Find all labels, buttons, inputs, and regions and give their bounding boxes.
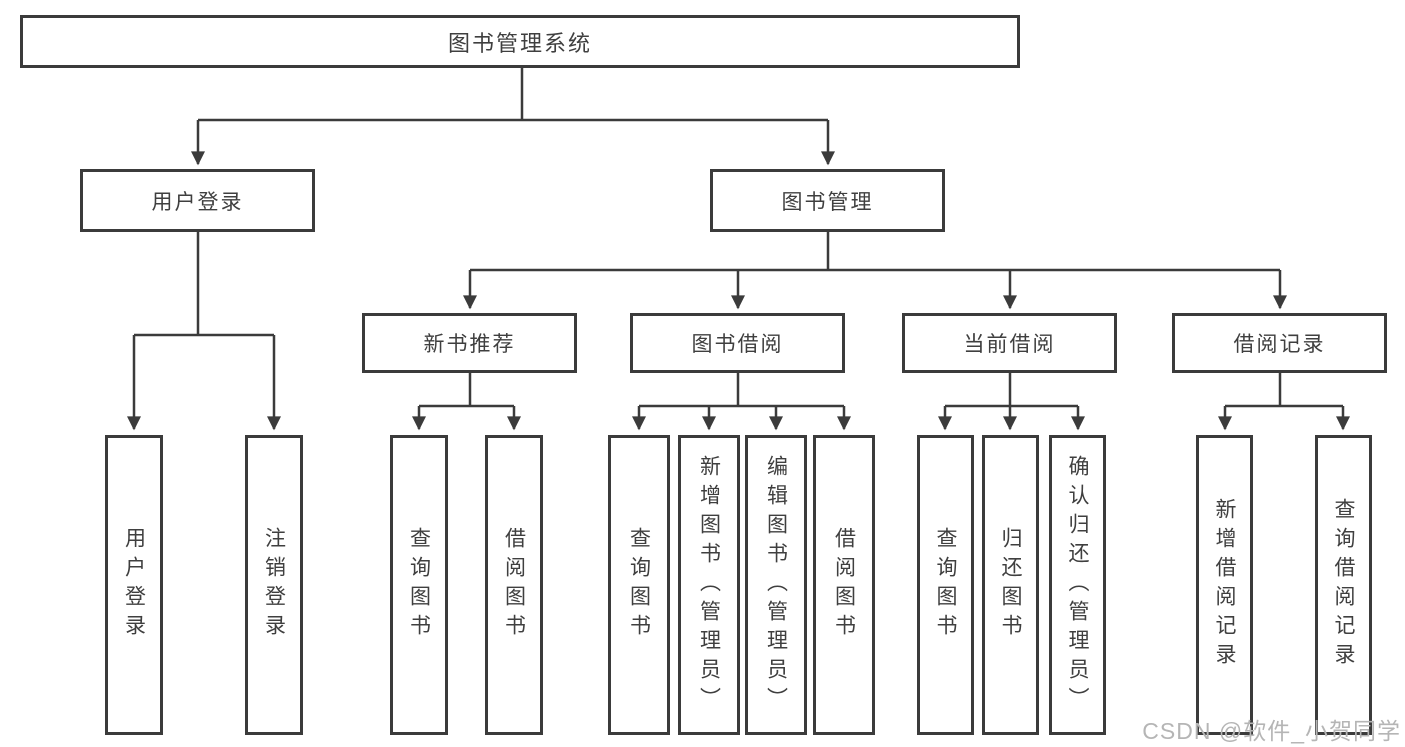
node-label: 图书管理 bbox=[781, 190, 874, 214]
leaf-label: 查询图书 bbox=[627, 527, 651, 643]
leaf-records-add-record: 新增借阅记录 bbox=[1196, 435, 1253, 735]
leaf-label: 查询图书 bbox=[934, 527, 957, 643]
node-library-management-system: 图书管理系统 bbox=[20, 15, 1020, 68]
leaf-current-confirm-return-admin: 确认归还（管理员） bbox=[1049, 435, 1106, 735]
leaf-label: 新增图书（管理员） bbox=[697, 454, 721, 716]
leaf-logout: 注销登录 bbox=[245, 435, 303, 735]
node-label: 新书推荐 bbox=[423, 333, 516, 356]
leaf-label: 编辑图书（管理员） bbox=[764, 454, 788, 716]
leaf-label: 查询借阅记录 bbox=[1332, 498, 1355, 672]
leaf-borrow-add-books-admin: 新增图书（管理员） bbox=[678, 435, 740, 735]
leaf-label: 确认归还（管理员） bbox=[1066, 454, 1089, 716]
leaf-label: 归还图书 bbox=[999, 527, 1022, 643]
leaf-label: 新增借阅记录 bbox=[1213, 498, 1236, 672]
leaf-label: 注销登录 bbox=[262, 527, 286, 643]
leaf-borrow-query-books: 查询图书 bbox=[608, 435, 670, 735]
leaf-recommend-query-books: 查询图书 bbox=[390, 435, 448, 735]
leaf-label: 用户登录 bbox=[122, 527, 146, 643]
node-new-book-recommend: 新书推荐 bbox=[362, 313, 577, 373]
node-label: 用户登录 bbox=[151, 190, 244, 214]
leaf-current-return-books: 归还图书 bbox=[982, 435, 1039, 735]
leaf-borrow-borrow-books: 借阅图书 bbox=[813, 435, 875, 735]
leaf-current-query-books: 查询图书 bbox=[917, 435, 974, 735]
leaf-label: 借阅图书 bbox=[832, 527, 856, 643]
node-book-borrow: 图书借阅 bbox=[630, 313, 845, 373]
node-label: 当前借阅 bbox=[963, 333, 1056, 356]
node-label: 图书管理系统 bbox=[447, 30, 592, 56]
leaf-user-login: 用户登录 bbox=[105, 435, 163, 735]
node-user-login: 用户登录 bbox=[80, 169, 315, 232]
node-current-borrow: 当前借阅 bbox=[902, 313, 1117, 373]
leaf-recommend-borrow-books: 借阅图书 bbox=[485, 435, 543, 735]
leaf-records-query-record: 查询借阅记录 bbox=[1315, 435, 1372, 735]
node-label: 借阅记录 bbox=[1233, 333, 1326, 356]
node-borrow-records: 借阅记录 bbox=[1172, 313, 1387, 373]
leaf-label: 借阅图书 bbox=[502, 527, 526, 643]
leaf-borrow-edit-books-admin: 编辑图书（管理员） bbox=[745, 435, 807, 735]
csdn-watermark: CSDN @软件_小贺同学 bbox=[1142, 718, 1401, 744]
leaf-label: 查询图书 bbox=[407, 527, 431, 643]
node-label: 图书借阅 bbox=[691, 333, 784, 356]
node-book-management: 图书管理 bbox=[710, 169, 945, 232]
